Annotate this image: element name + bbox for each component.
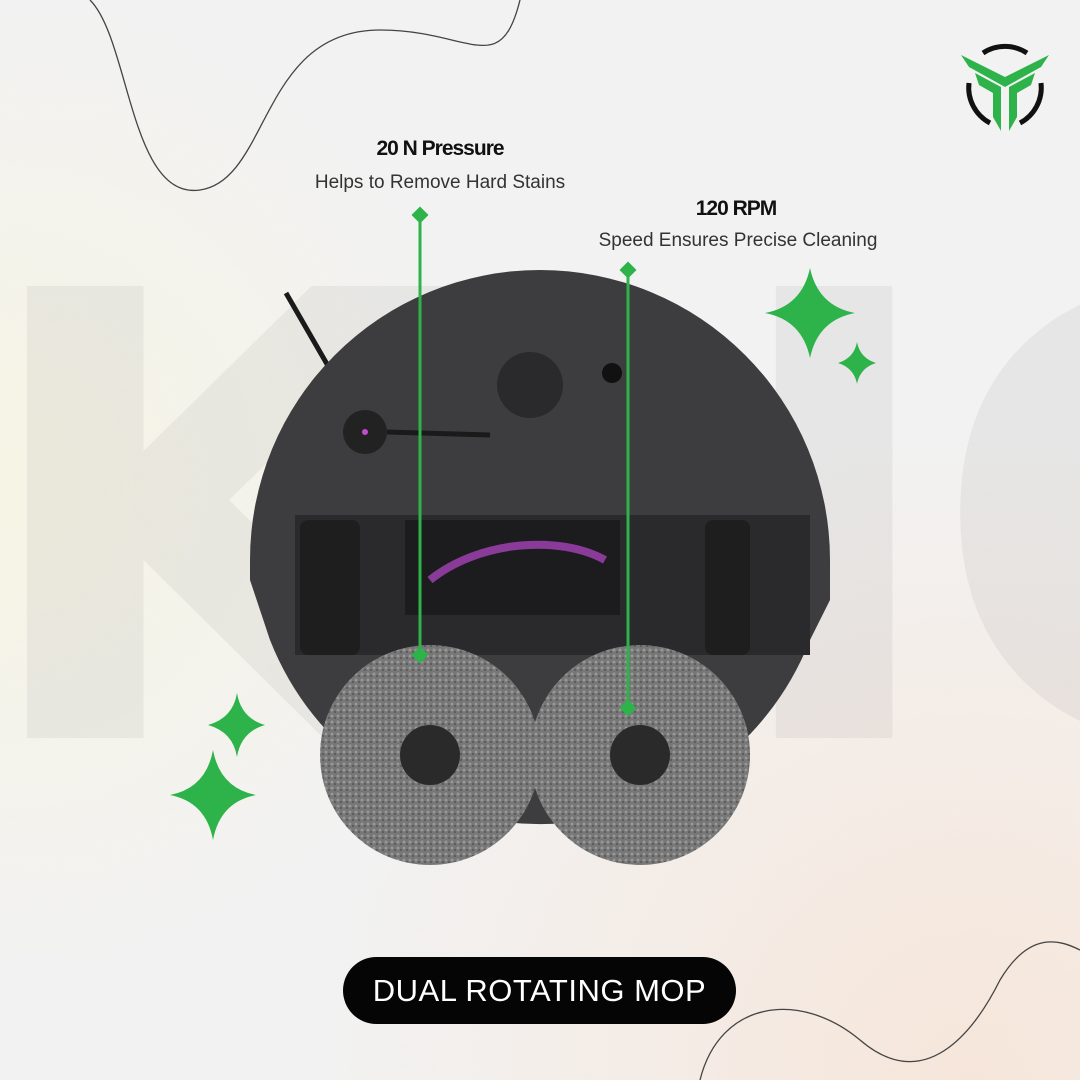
feature-badge: DUAL ROTATING MOP	[343, 957, 736, 1024]
feature-title-pressure: 20 N Pressure	[376, 137, 504, 160]
sparkle-icon	[208, 693, 265, 757]
sparkle-icon	[765, 268, 855, 358]
sparkle-icon	[170, 750, 256, 840]
feature-subtitle-pressure: Helps to Remove Hard Stains	[314, 172, 566, 193]
brand-logo	[961, 43, 1049, 131]
feature-subtitle-rpm: Speed Ensures Precise Cleaning	[598, 230, 878, 251]
badge-label: DUAL ROTATING MOP	[372, 972, 707, 1008]
sparkle-icon	[838, 342, 876, 384]
feature-title-rpm: 120 RPM	[695, 197, 778, 220]
